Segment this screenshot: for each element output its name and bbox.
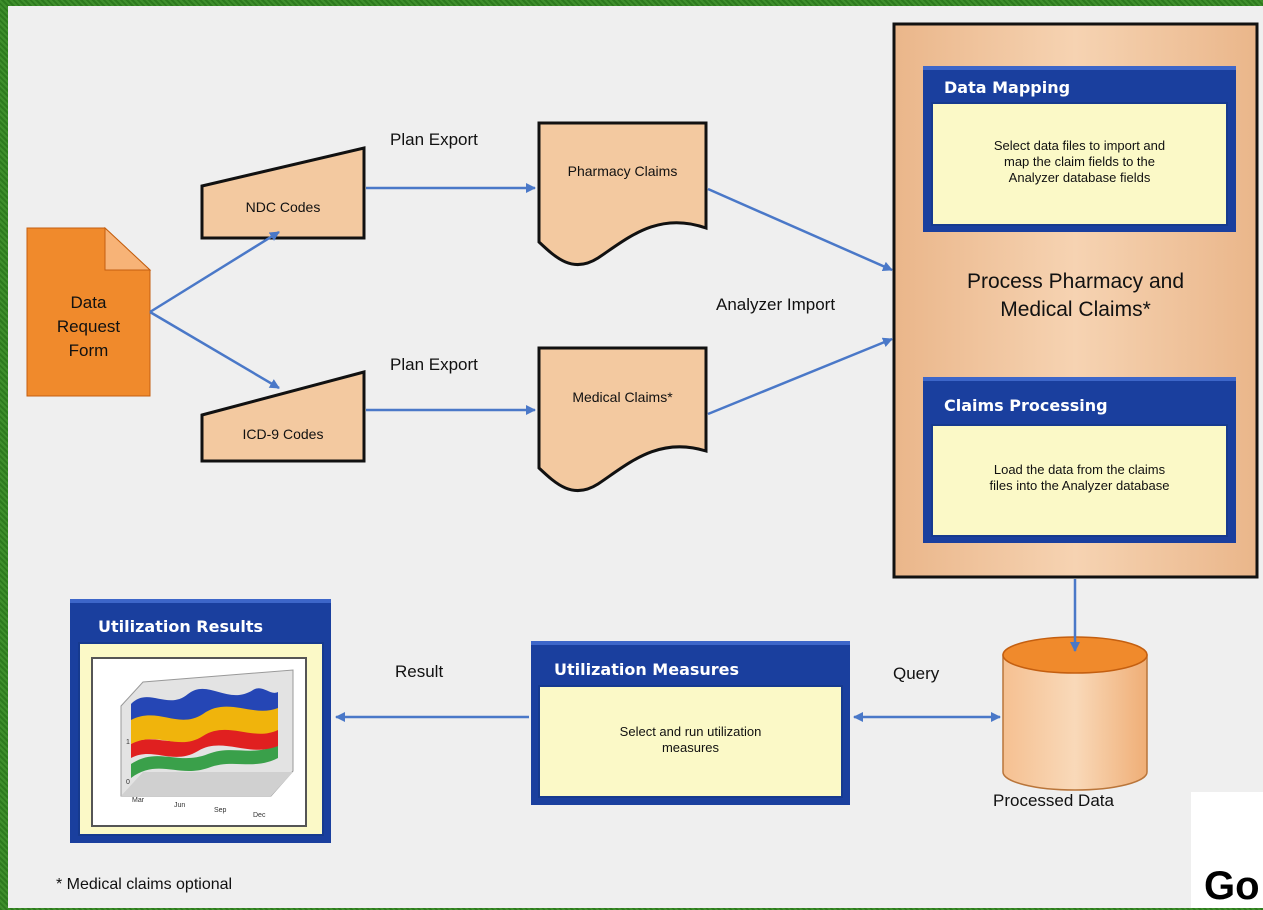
processed-data-cylinder — [1002, 636, 1148, 791]
icd9-codes-shape — [200, 370, 366, 463]
plan-export-bottom-label: Plan Export — [390, 355, 478, 374]
data-mapping-title: Data Mapping — [944, 78, 1071, 97]
pharmacy-claims-shape — [537, 121, 708, 267]
data-request-form-label: Data Request Form — [27, 291, 150, 363]
corner-partial-text: Go — [1204, 864, 1260, 908]
medical-claims-shape — [537, 346, 708, 493]
claims-processing-panel — [923, 377, 1236, 543]
data-mapping-line-1: Select data files to import and — [993, 138, 1166, 153]
process-title-line-1: Process Pharmacy and — [966, 270, 1185, 293]
data-mapping-panel — [923, 66, 1236, 232]
query-label: Query — [893, 664, 940, 683]
ndc-codes-label: NDC Codes — [245, 199, 321, 215]
chart-series-red — [131, 728, 278, 758]
utilization-measures-panel — [531, 641, 850, 805]
data-mapping-line-2: map the claim fields to the — [1003, 154, 1156, 169]
data-mapping-body: Select data files to import and map the … — [932, 138, 1227, 186]
chart-series-green — [131, 744, 278, 778]
chart-series-blue — [131, 688, 278, 720]
processed-data-label: Processed Data — [993, 791, 1114, 810]
chart-series-yellow — [131, 705, 278, 744]
medical-claims-label: Medical Claims* — [572, 389, 673, 405]
measures-line-2: measures — [661, 740, 720, 755]
thumbnail-tick-dec: Dec — [253, 812, 266, 819]
form-label-line-3: Form — [68, 341, 109, 360]
results-thumbnail-chart: 1 0 — [120, 669, 294, 797]
diagram-shapes: 1 0 — [26, 22, 1259, 843]
utilization-results-title: Utilization Results — [98, 617, 264, 636]
thumbnail-tick-sep: Sep — [214, 807, 227, 814]
measures-line-1: Select and run utilization — [619, 724, 762, 739]
arrow-form-to-ndc — [149, 230, 280, 314]
arrow-pharmacy-to-process — [707, 187, 893, 272]
claims-processing-line-1: Load the data from the claims — [993, 462, 1166, 477]
form-label-line-2: Request — [56, 317, 121, 336]
claims-processing-line-2: files into the Analyzer database — [989, 478, 1170, 493]
connector-arrows — [149, 183, 1080, 722]
arrow-medical-to-process — [707, 337, 893, 416]
result-label: Result — [395, 662, 444, 681]
process-title-line-2: Medical Claims* — [1000, 298, 1151, 321]
diagram-canvas: 1 0 Data Request Form NDC Codes ICD-9 Co… — [8, 6, 1263, 908]
arrow-form-to-icd9 — [149, 310, 280, 390]
claims-processing-title: Claims Processing — [944, 396, 1108, 415]
footnote: * Medical claims optional — [56, 876, 233, 893]
icd9-codes-label: ICD-9 Codes — [242, 426, 324, 442]
plan-export-top-label: Plan Export — [390, 130, 478, 149]
pharmacy-claims-label: Pharmacy Claims — [567, 163, 678, 179]
data-mapping-line-3: Analyzer database fields — [1008, 170, 1151, 185]
utilization-measures-body: Select and run utilization measures — [539, 724, 842, 756]
corner-white-box — [1191, 792, 1263, 908]
thumbnail-tick-jun: Jun — [174, 802, 186, 809]
analyzer-import-label: Analyzer Import — [716, 295, 836, 314]
process-claims-title: Process Pharmacy and Medical Claims* — [894, 268, 1257, 324]
ndc-codes-shape — [200, 146, 366, 240]
thumbnail-tick-mar: Mar — [132, 797, 145, 804]
utilization-measures-title: Utilization Measures — [554, 660, 740, 679]
svg-text:1: 1 — [126, 739, 130, 746]
claims-processing-body: Load the data from the claims files into… — [932, 462, 1227, 494]
svg-text:0: 0 — [126, 779, 130, 786]
form-label-line-1: Data — [70, 293, 107, 312]
data-request-form-shape — [26, 226, 152, 397]
